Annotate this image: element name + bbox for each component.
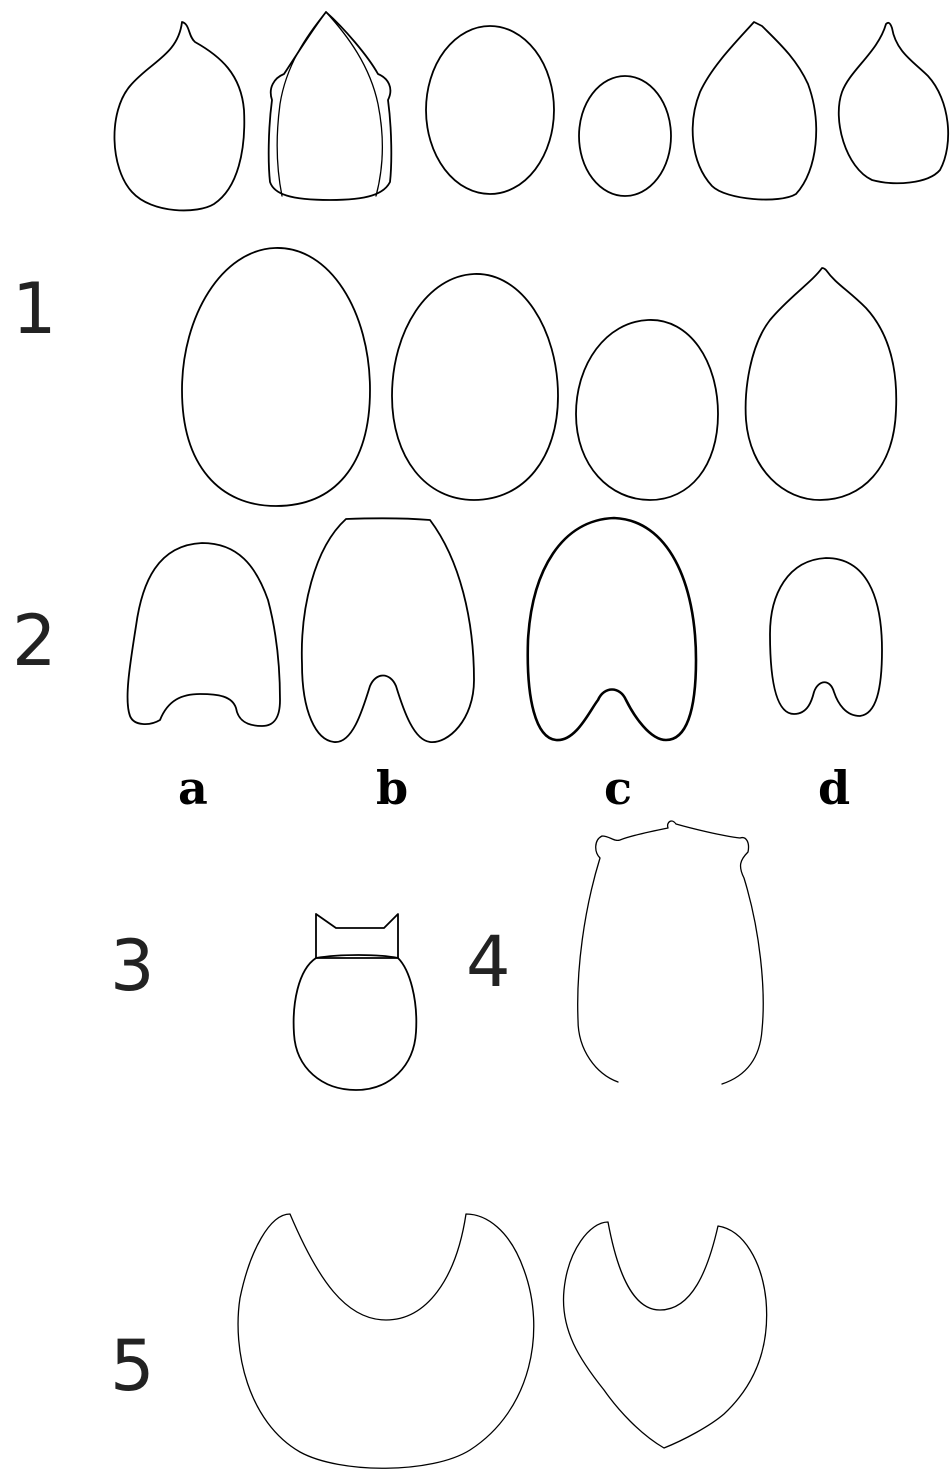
outline-pointed-barrel-inner	[277, 12, 382, 196]
row2-notched-outlines	[128, 518, 882, 742]
outline-cup-top	[316, 914, 398, 958]
outline-urn	[578, 821, 764, 1084]
outline-egg-medium	[392, 274, 558, 500]
row-label-2: 2	[12, 600, 57, 682]
outline-notched-d	[770, 558, 882, 716]
outline-notched-a	[128, 543, 280, 726]
outline-egg-small	[576, 320, 718, 500]
outline-notched-b	[302, 518, 474, 742]
column-label-c: c	[604, 761, 632, 815]
column-label-a: a	[178, 761, 208, 815]
column-label-b: b	[376, 761, 408, 815]
outline-oval-small-1	[579, 76, 671, 196]
row5-crescent-outlines	[238, 1214, 767, 1468]
outline-crescent-small	[563, 1222, 766, 1448]
row1-top-outlines	[114, 12, 948, 210]
figure3-outline	[294, 914, 417, 1090]
outline-cup-bowl	[294, 955, 417, 1090]
column-label-d: d	[818, 761, 850, 815]
outline-pointed-ovoid-2	[693, 22, 816, 200]
outline-crescent-large	[238, 1214, 534, 1468]
outline-pointed-barrel-outer	[269, 12, 392, 200]
outline-pointed-egg	[746, 268, 897, 500]
row-label-1: 1	[12, 268, 57, 350]
outline-oval-1	[426, 26, 554, 194]
row1-bottom-outlines	[182, 248, 896, 506]
outline-egg-large	[182, 248, 370, 506]
row-label-3: 3	[110, 925, 155, 1007]
figure4-outline	[578, 821, 764, 1084]
outline-notched-c	[528, 518, 696, 740]
row-label-4: 4	[466, 921, 511, 1003]
outline-pointed-ovoid-1	[114, 22, 244, 210]
row-label-5: 5	[110, 1325, 155, 1407]
outline-pointed-ovoid-3	[839, 23, 948, 183]
